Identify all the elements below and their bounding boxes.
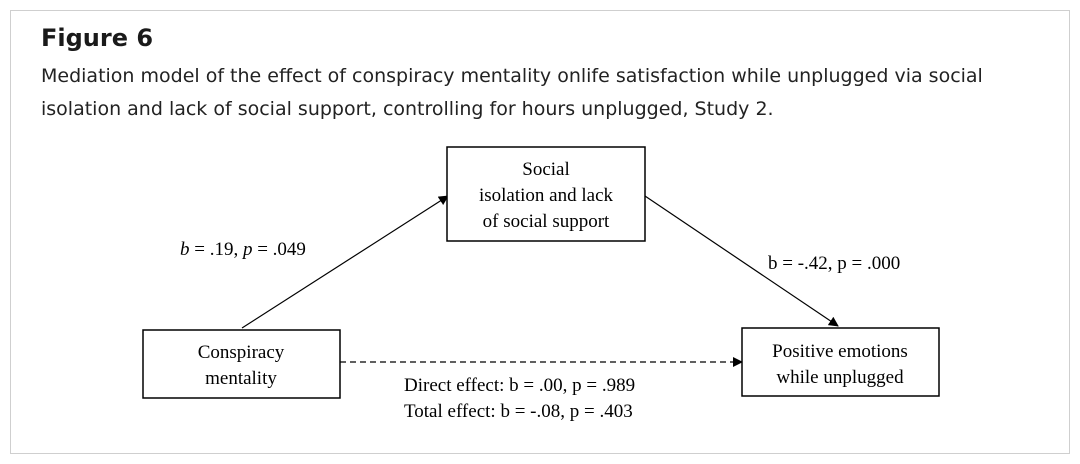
node-predictor-line-2: mentality	[205, 368, 277, 389]
node-outcome-box	[741, 327, 940, 397]
direct-effect-label: Direct effect: b = .00, p = .989	[404, 375, 635, 396]
edge-a-b-symbol: b	[180, 239, 190, 260]
edge-a-predictor-to-mediator	[241, 195, 449, 329]
node-outcome-line-1: Positive emotions	[772, 341, 908, 362]
edge-a-p-symbol: p	[241, 239, 253, 260]
node-mediator-line-1: Social	[522, 159, 570, 180]
edge-b-mediator-to-outcome	[644, 195, 839, 327]
node-mediator-line-3: of social support	[483, 211, 610, 232]
edge-a-p-value: = .049	[252, 239, 305, 260]
total-effect-label: Total effect: b = -.08, p = .403	[404, 401, 633, 422]
node-predictor-box	[142, 329, 341, 399]
edge-b-label: b = -.42, p = .000	[768, 253, 900, 274]
edge-a-b-value: = .19,	[190, 239, 243, 260]
node-mediator-box	[446, 146, 646, 242]
figure-title: Figure 6	[41, 24, 154, 52]
node-predictor-line-1: Conspiracy	[198, 342, 285, 363]
figure-caption: Mediation model of the effect of conspir…	[41, 65, 983, 120]
edge-a-label: b = .19, p = .049	[180, 239, 306, 260]
node-mediator-line-2: isolation and lack	[479, 185, 614, 206]
node-outcome-line-2: while unplugged	[776, 367, 904, 388]
